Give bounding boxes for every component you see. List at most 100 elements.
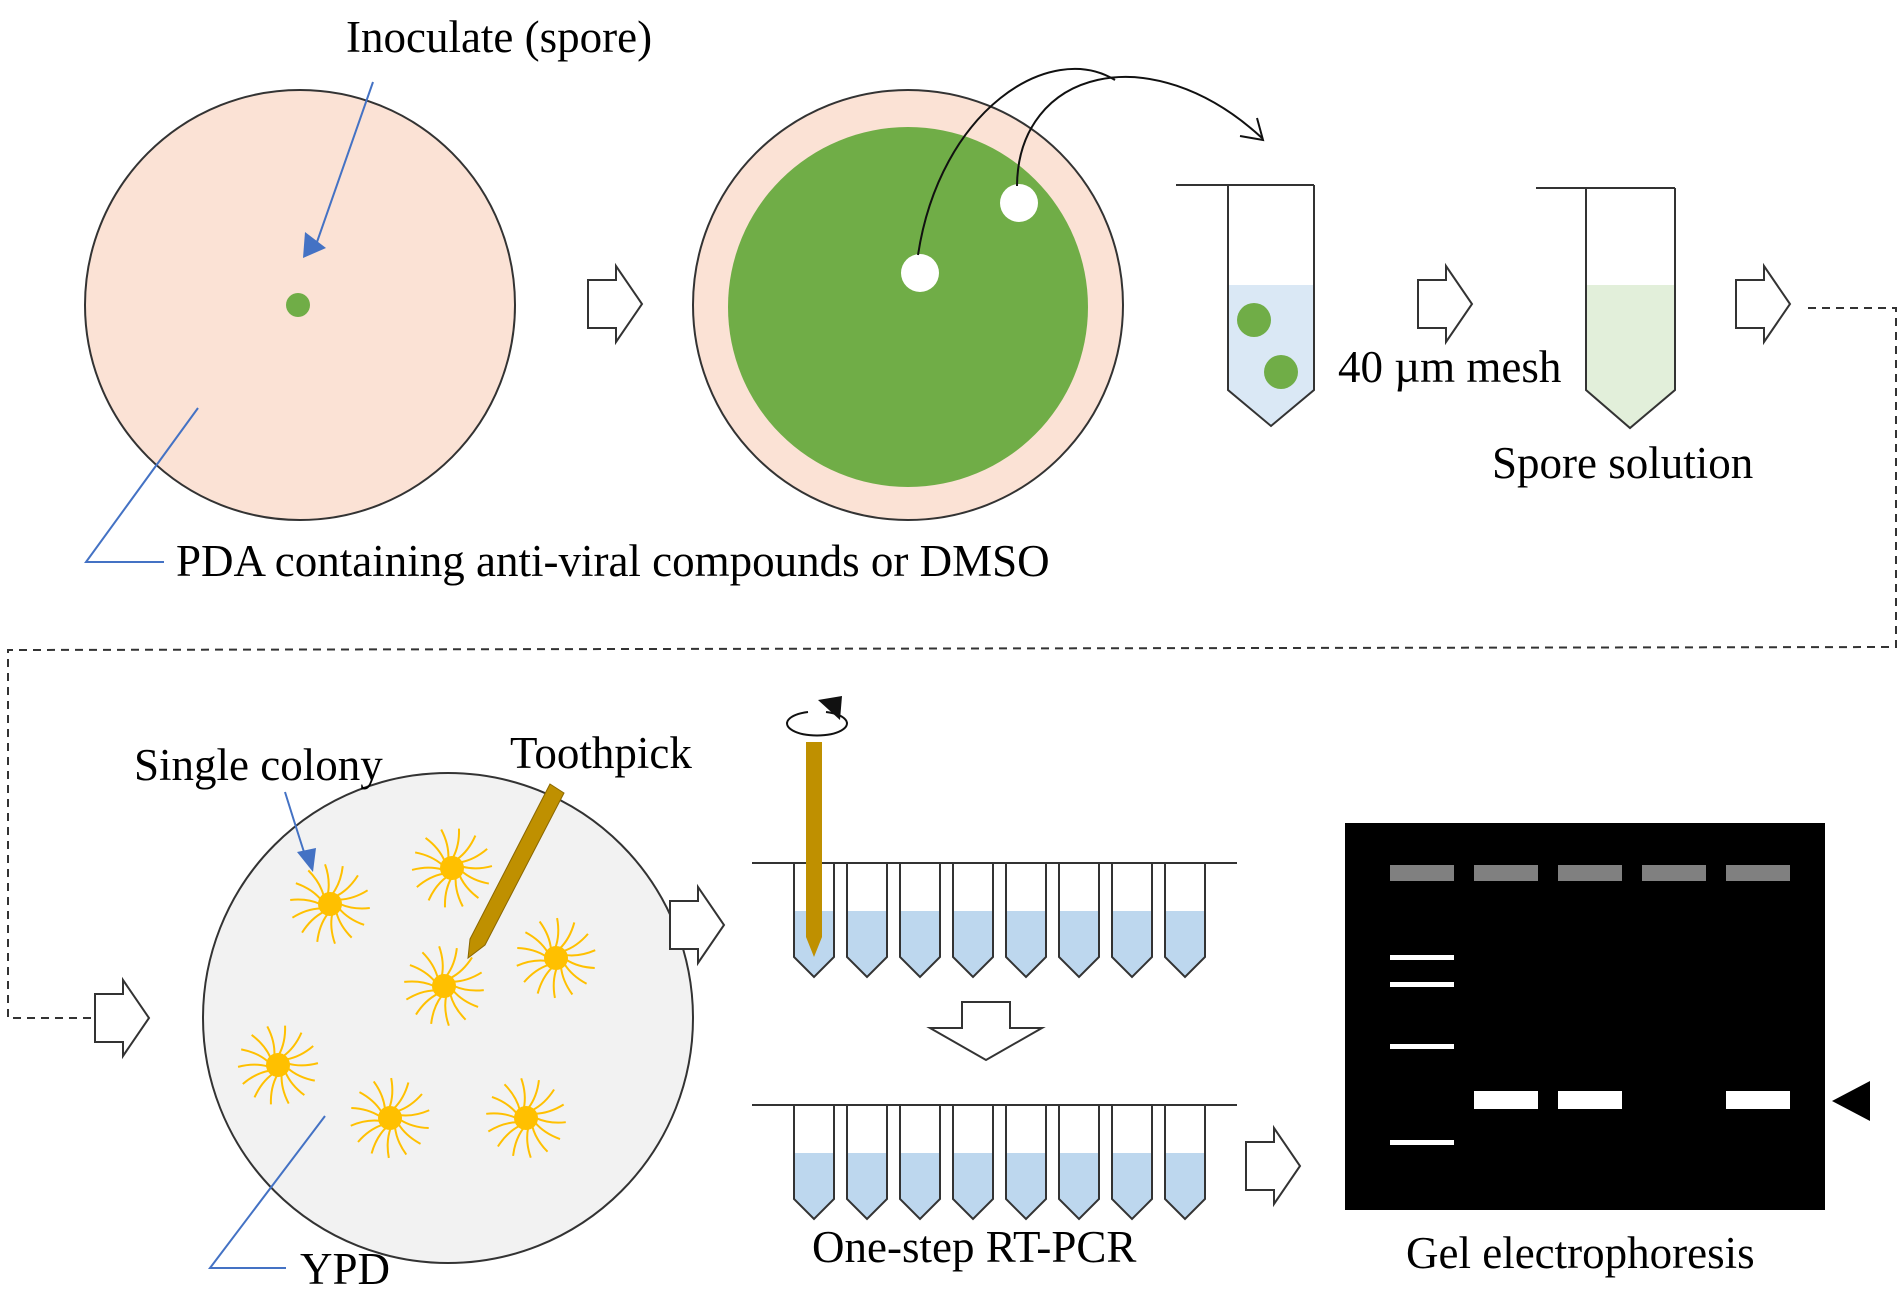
tube-liquid <box>847 1153 887 1219</box>
hypha <box>286 1045 314 1061</box>
hypha <box>415 992 439 1016</box>
pcr-tube <box>1005 1105 1047 1221</box>
tube-outline <box>846 1105 888 1221</box>
tube-liquid <box>847 911 887 977</box>
spore-solution-label: Spore solution <box>1492 438 1753 488</box>
transfer-arrow <box>917 68 1265 256</box>
hypha <box>517 947 547 958</box>
hypha <box>427 875 448 901</box>
pcr-tube <box>952 1105 994 1221</box>
single-colony-pointer <box>284 791 316 872</box>
colony <box>486 1077 566 1159</box>
hypha <box>301 910 325 934</box>
tube-liquid <box>1112 1153 1152 1219</box>
toothpick-tip <box>806 937 822 957</box>
hypha <box>497 1124 521 1148</box>
single-colony-label: Single colony <box>134 740 383 790</box>
pcr-tube <box>846 863 888 979</box>
hypha <box>241 1048 270 1063</box>
hypha <box>316 913 329 943</box>
hypha <box>409 964 436 983</box>
inoculate-label: Inoculate (spore) <box>346 12 652 62</box>
hypha <box>339 903 370 910</box>
gel-ladder <box>1390 955 1454 1145</box>
tube-liquid <box>1112 911 1152 977</box>
colony <box>290 863 370 945</box>
tube-outline <box>1005 1105 1047 1221</box>
hypha <box>491 1096 518 1115</box>
hypha <box>393 1126 408 1156</box>
hypha <box>452 989 479 1008</box>
hypha <box>253 1072 274 1098</box>
hypha <box>486 1112 517 1119</box>
hypha <box>335 911 353 939</box>
pcr-strip-top <box>752 862 1237 979</box>
pcr-tubes-top <box>793 863 1206 979</box>
pcr-tube <box>1164 863 1206 979</box>
hypha <box>237 1063 269 1068</box>
hypha <box>456 835 477 861</box>
hypha <box>535 1103 565 1115</box>
hypha <box>444 995 450 1027</box>
hypha <box>565 958 595 969</box>
hypha <box>295 882 322 901</box>
ladder-band <box>1390 1044 1454 1049</box>
gel-well <box>1558 865 1622 881</box>
hypha <box>251 1034 272 1059</box>
hypha <box>397 1093 423 1113</box>
hypha <box>430 995 443 1024</box>
hypha <box>358 1091 383 1113</box>
pcr-tube <box>1005 863 1047 979</box>
hypha <box>335 874 359 898</box>
pcr-tube <box>952 863 994 979</box>
hypha <box>399 1109 430 1117</box>
hypha <box>558 922 576 950</box>
hypha <box>307 869 325 897</box>
tube-liquid <box>1228 285 1314 426</box>
pcr-tubes-bottom <box>793 1105 1206 1221</box>
hypha <box>563 963 588 985</box>
hypha <box>280 1074 290 1105</box>
hypha <box>370 1126 388 1154</box>
hypha <box>452 971 483 983</box>
hypha <box>414 851 444 866</box>
hypha <box>460 870 490 885</box>
gel-target-bands <box>1474 1091 1790 1109</box>
hypha <box>565 949 596 957</box>
colony <box>411 828 493 908</box>
hypha <box>445 948 458 977</box>
ypd-leader-line <box>207 1115 326 1269</box>
tube-outline <box>793 1105 835 1221</box>
ladder-band <box>1390 955 1454 960</box>
pcr-tube <box>1058 1105 1100 1221</box>
hypha <box>487 1121 517 1133</box>
hypha <box>405 989 436 1001</box>
tube-outline <box>846 863 888 979</box>
tube-outline <box>793 863 835 979</box>
tube-outline <box>952 863 994 979</box>
tube-outline <box>1111 863 1153 979</box>
arrow-right-icon <box>669 883 726 967</box>
hypha <box>350 1119 381 1127</box>
tube-outline <box>1164 1105 1206 1221</box>
gel-well <box>1474 865 1538 881</box>
tube-outline <box>899 1105 941 1221</box>
gel-label: Gel electrophoresis <box>1406 1228 1755 1278</box>
tube-liquid <box>1059 911 1099 977</box>
mycelium-culture <box>728 127 1088 487</box>
colony <box>237 1025 319 1105</box>
colony-center <box>432 974 456 998</box>
gel-well <box>1726 865 1790 881</box>
hypha <box>438 945 444 977</box>
tube-liquid <box>953 911 993 977</box>
pcr-tube <box>1111 1105 1153 1221</box>
hypha <box>351 1106 381 1118</box>
spore-inoculum <box>286 293 310 317</box>
colony-center <box>378 1106 402 1130</box>
hypha <box>449 993 467 1021</box>
pointer-arrowhead-icon <box>303 232 326 258</box>
hypha <box>512 1127 525 1156</box>
tube-outline <box>1058 1105 1100 1221</box>
hypha <box>397 1123 422 1145</box>
